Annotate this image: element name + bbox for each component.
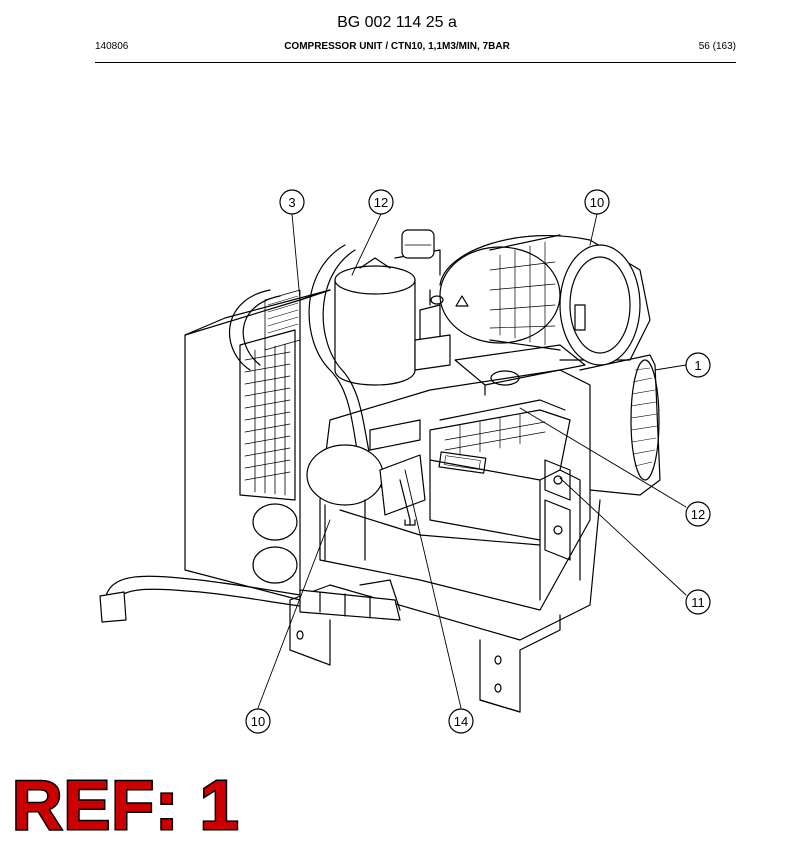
svg-text:12: 12 [691,507,705,522]
callout-14: 14 [448,708,474,734]
hoses [99,244,401,623]
callout-10-top: 10 [584,189,610,215]
base-frame [289,499,601,713]
callout-markers: 3 12 10 1 12 11 10 14 [245,189,711,734]
motor-fan [579,354,661,496]
cooler-housing [184,289,331,601]
document-title: BG 002 114 25 a [337,14,457,31]
svg-text:10: 10 [251,714,265,729]
callout-10-bottom: 10 [245,708,271,734]
svg-text:11: 11 [691,595,705,610]
svg-text:1: 1 [694,358,701,373]
callout-1: 1 [685,352,711,378]
svg-text:12: 12 [374,195,388,210]
svg-text:3: 3 [288,195,295,210]
section-title: COMPRESSOR UNIT / CTN10, 1,1M3/MIN, 7BAR [284,41,510,52]
svg-text:14: 14 [454,714,468,729]
header-rule [95,62,736,63]
oil-filter [306,419,426,561]
oil-separator-tank [334,229,441,386]
pressure-valve [414,289,451,371]
svg-text:10: 10 [590,195,604,210]
air-filter [439,234,651,366]
callout-12-right: 12 [685,501,711,527]
callout-3: 3 [279,189,305,215]
callout-12-top: 12 [368,189,394,215]
page-indicator: 56 (163) [698,41,736,52]
date-code: 140806 [95,41,129,52]
callout-11: 11 [685,589,711,615]
reference-mark: REF: 1 [11,766,241,844]
leader-lines [257,213,687,709]
